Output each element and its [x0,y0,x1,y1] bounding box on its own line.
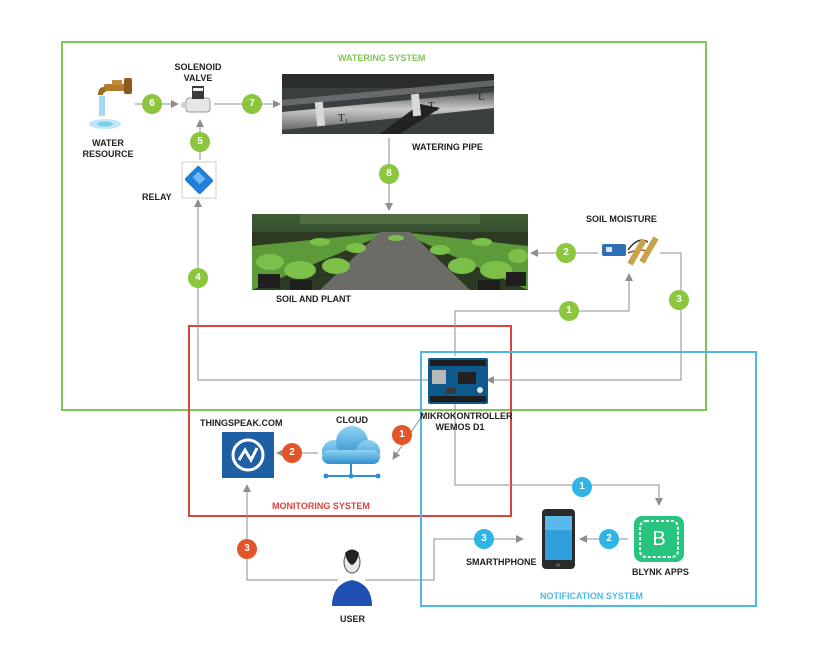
microcontroller-label: MIKROKONTROLLER WEMOS D1 [420,411,513,433]
water-resource-label: WATER RESOURCE [80,138,136,160]
pipe-mark-t1: T₁ [338,112,349,124]
watering-pipe-label: WATERING PIPE [412,142,483,152]
cloud-icon [322,426,381,479]
step-badge-green-6: 6 [142,94,162,114]
arrow-mcu-to-sensor [454,273,633,356]
watering-system-box [61,41,707,411]
watering-system-label: WATERING SYSTEM [338,53,426,63]
microcontroller-label-line2: WEMOS D1 [435,422,485,432]
arrow-mcu-to-relay [194,199,428,381]
step-badge-green-7: 7 [242,94,262,114]
step-badge-green-8: 8 [379,164,399,184]
arrow-sensor-to-mcu [486,252,682,384]
step-badge-red-1: 1 [392,425,412,445]
watering-pipe-photo [282,74,494,134]
microcontroller-board-icon [428,358,488,404]
soil-and-plant-label: SOIL AND PLANT [276,294,352,304]
relay-icon [181,161,217,199]
pipe-mark-t2: T₂ [428,100,439,112]
water-resource-label-line1: WATER [92,138,124,148]
thingspeak-logo-icon [222,432,274,478]
user-icon [332,549,372,606]
microcontroller-label-line1: MIKROKONTROLLER [420,411,513,421]
water-resource-label-line2: RESOURCE [82,149,134,159]
user-label: USER [340,614,366,624]
arrow-mcu-to-blynk [454,404,663,506]
notification-system-box [420,351,757,607]
pipe-mark-l: L [478,91,485,103]
notification-system-label: NOTIFICATION SYSTEM [540,591,643,601]
solenoid-valve-label: SOLENOID VALVE [166,62,230,84]
step-badge-green-5: 5 [190,132,210,152]
step-badge-blue-1: 1 [572,477,592,497]
soil-moisture-label: SOIL MOISTURE [586,214,657,224]
solenoid-valve-label-line2: VALVE [183,73,213,83]
solenoid-valve-icon [181,86,211,113]
relay-label: RELAY [142,192,172,202]
blynk-logo-icon [634,516,684,562]
solenoid-valve-label-line1: SOLENOID [174,62,222,72]
smartphone-icon [542,509,575,569]
thingspeak-label: THINGSPEAK.COM [200,418,283,428]
step-badge-red-2: 2 [282,443,302,463]
step-badge-red-3: 3 [237,539,257,559]
step-badge-green-1: 1 [559,301,579,321]
step-badge-green-2: 2 [556,243,576,263]
step-badge-blue-3: 3 [474,529,494,549]
soil-plant-photo [252,214,528,290]
monitoring-system-box [188,325,512,517]
step-badge-blue-2: 2 [599,529,619,549]
blynk-letter: B [652,528,666,550]
step-badge-green-3: 3 [669,290,689,310]
monitoring-system-label: MONITORING SYSTEM [272,501,370,511]
smartphone-label: SMARTHPHONE [466,557,537,567]
water-tap-icon [89,78,132,129]
soil-moisture-sensor-icon [602,236,659,266]
blynk-apps-label: BLYNK APPS [632,567,689,577]
step-badge-green-4: 4 [188,268,208,288]
cloud-label: CLOUD [336,415,368,425]
arrow-user-to-thingspeak [243,484,338,581]
